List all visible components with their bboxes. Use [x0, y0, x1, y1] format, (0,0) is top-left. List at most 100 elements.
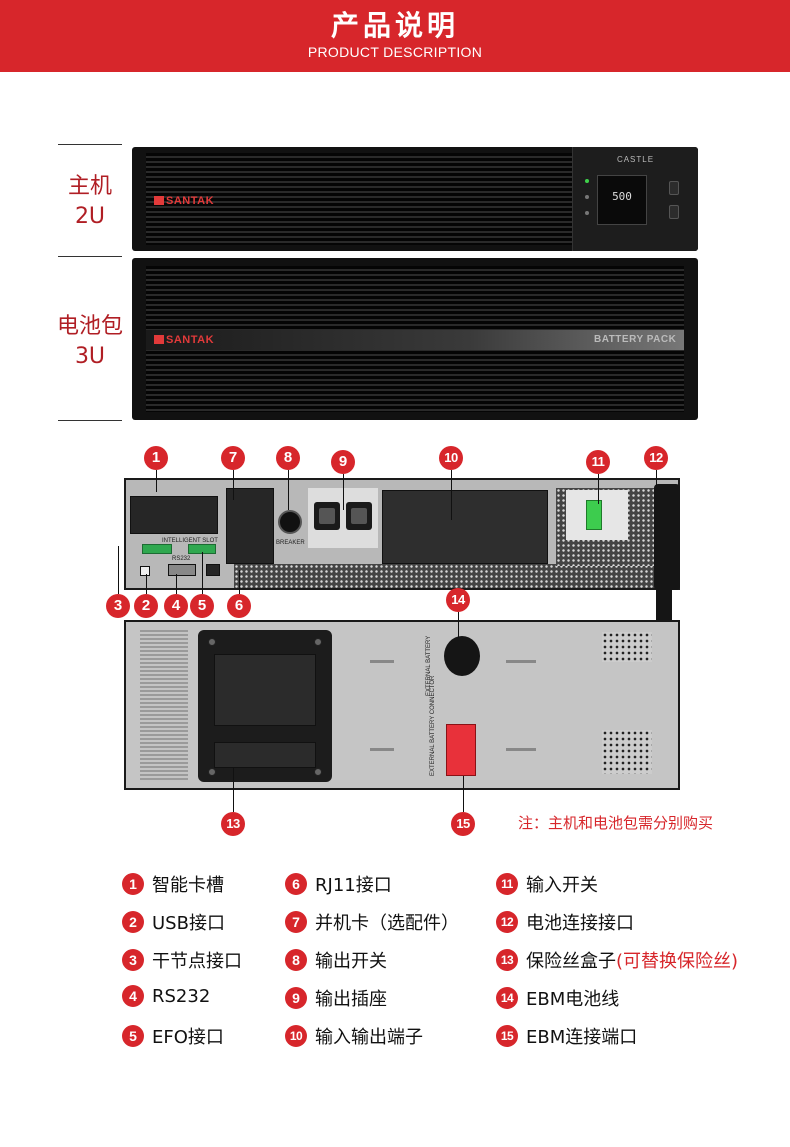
- output-socket[interactable]: [314, 502, 340, 530]
- callout-5: 5: [190, 594, 214, 618]
- intelligent-slot[interactable]: [130, 496, 218, 534]
- host-label: 主机 2U: [40, 172, 140, 232]
- control-panel: CASTLE 500: [572, 147, 698, 251]
- screw-icon: [314, 638, 322, 646]
- ebm-connector-port[interactable]: [446, 724, 476, 776]
- battery-pack-label: BATTERY PACK: [594, 334, 677, 345]
- callout-8: 8: [276, 446, 300, 470]
- leader-line: [118, 546, 119, 594]
- callout-6: 6: [227, 594, 251, 618]
- callout-15: 15: [451, 812, 475, 836]
- leader-line: [451, 470, 452, 520]
- io-terminal-cover[interactable]: [382, 490, 548, 564]
- rs232-port[interactable]: [168, 564, 196, 576]
- battery-vent: [602, 730, 652, 774]
- callout-2: 2: [134, 594, 158, 618]
- leader-line: [598, 474, 599, 504]
- external-battery-connector-label: EXTERNAL BATTERY CONNECTOR: [430, 675, 436, 776]
- divider-bottom: [58, 420, 122, 421]
- callout-7: 7: [221, 446, 245, 470]
- brand-logo: SANTAK: [154, 195, 214, 207]
- leader-line: [343, 474, 344, 510]
- lcd-reading: 500: [612, 190, 632, 203]
- battery-connector-plug[interactable]: [654, 484, 680, 590]
- battery-rear-panel: EXTERNAL BATTERY EXTERNAL BATTERY CONNEC…: [124, 620, 680, 790]
- host-name: 主机: [67, 174, 112, 199]
- output-socket[interactable]: [346, 502, 372, 530]
- battery-vent: [602, 632, 652, 662]
- leader-line: [656, 470, 657, 486]
- callout-4: 4: [164, 594, 188, 618]
- callout-13: 13: [221, 812, 245, 836]
- input-switch-area: [566, 490, 628, 540]
- leader-line: [146, 574, 147, 594]
- fuse-box[interactable]: [198, 630, 332, 782]
- fuse-box-window: [214, 742, 316, 768]
- leader-line: [176, 574, 177, 594]
- ebm-cable-gland: [444, 636, 480, 676]
- vent-slot: [370, 748, 394, 751]
- divider-top: [58, 144, 122, 145]
- leader-line: [156, 470, 157, 492]
- vent-slot: [370, 660, 394, 663]
- intelligent-slot-label: INTELLIGENT SLOT: [162, 538, 218, 544]
- callout-14: 14: [446, 588, 470, 612]
- leader-line: [233, 768, 234, 812]
- leader-line: [288, 470, 289, 510]
- brand-logo: SANTAK: [154, 334, 214, 346]
- panel-button-down[interactable]: [669, 205, 679, 219]
- leader-line: [239, 570, 240, 594]
- parallel-card-slot[interactable]: [226, 488, 274, 564]
- battery-label: 电池包 3U: [40, 312, 140, 372]
- host-size: 2U: [74, 204, 106, 229]
- battery-stripe: [146, 330, 684, 350]
- front-grille: [146, 153, 574, 245]
- screw-icon: [208, 768, 216, 776]
- rear-vent: [234, 564, 666, 588]
- ups-main-unit-front: SANTAK CASTLE 500: [132, 147, 698, 251]
- status-led-icon: [585, 195, 589, 199]
- status-led-icon: [585, 179, 589, 183]
- usb-port[interactable]: [140, 566, 150, 576]
- lcd-display: 500: [597, 175, 647, 225]
- rj11-port[interactable]: [206, 564, 220, 576]
- callout-12: 12: [644, 446, 668, 470]
- output-breaker[interactable]: [278, 510, 302, 534]
- warning-label-area: [140, 630, 188, 782]
- model-name: CASTLE: [616, 155, 655, 164]
- dry-contact-port[interactable]: [142, 544, 172, 554]
- battery-size: 3U: [74, 344, 106, 369]
- panel-button-up[interactable]: [669, 181, 679, 195]
- callout-1: 1: [144, 446, 168, 470]
- rs232-label: RS232: [172, 556, 191, 562]
- battery-pack-front: SANTAK BATTERY PACK: [132, 258, 698, 420]
- leader-line: [202, 552, 203, 594]
- callout-11: 11: [586, 450, 610, 474]
- fuse-box-window: [214, 654, 316, 726]
- leader-line: [458, 612, 459, 638]
- ups-rear-panel: INTELLIGENT SLOT RS232 BREAKER: [124, 478, 680, 590]
- page-subtitle: PRODUCT DESCRIPTION: [307, 44, 483, 60]
- vent-slot: [506, 748, 536, 751]
- status-led-icon: [585, 211, 589, 215]
- callout-9: 9: [331, 450, 355, 474]
- leader-line: [463, 776, 464, 812]
- screw-icon: [314, 768, 322, 776]
- page-title: 产品说明: [330, 9, 459, 42]
- legend-highlight: (可替换保险丝): [616, 951, 739, 972]
- divider-middle: [58, 256, 122, 257]
- input-switch[interactable]: [586, 500, 602, 530]
- purchase-note: 注：主机和电池包需分别购买: [518, 814, 714, 832]
